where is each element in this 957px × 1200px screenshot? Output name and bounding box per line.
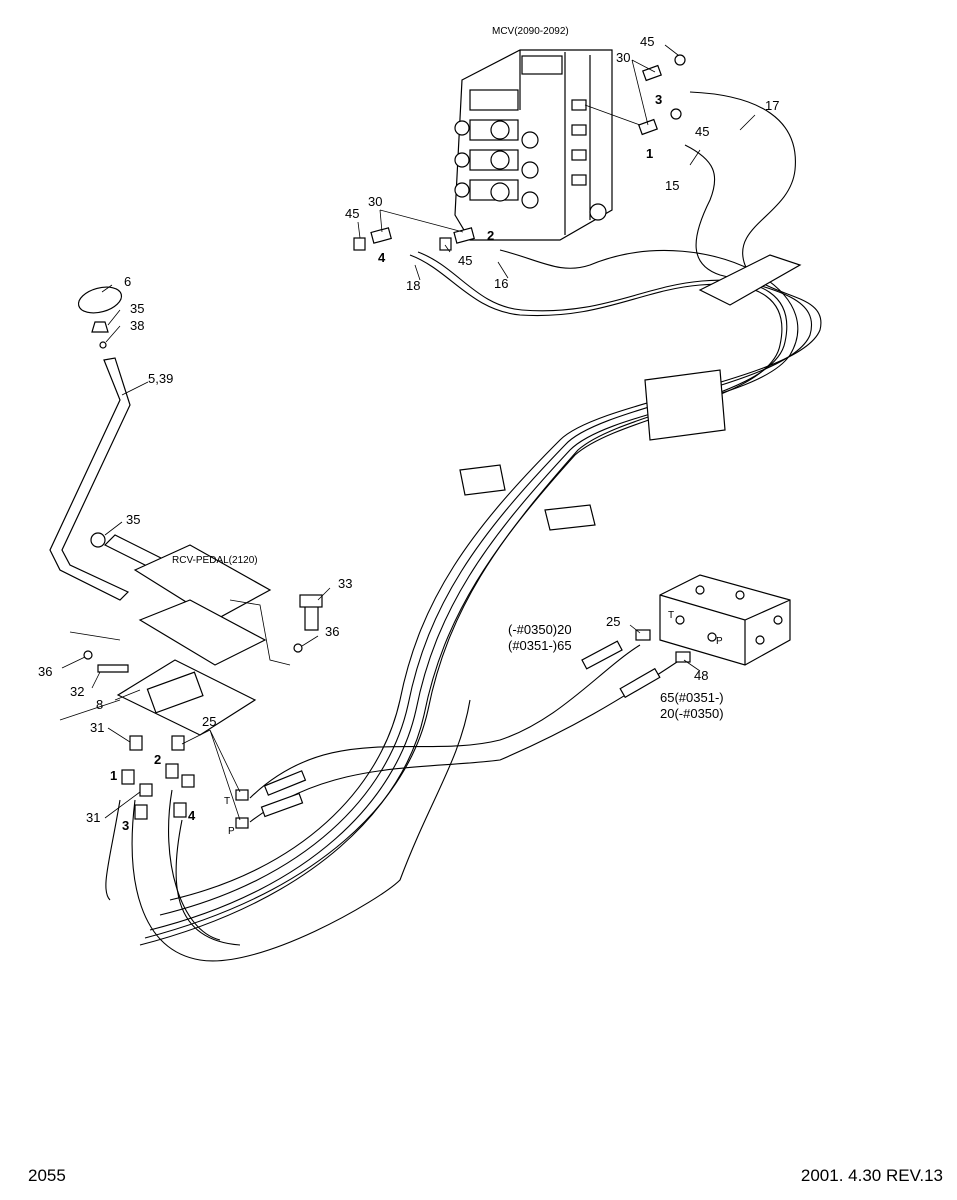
callout-2: 2 [154,752,161,767]
hose-clamps [459,254,802,531]
hose-label-b1: 65(#0351-) [660,690,724,705]
callout-35: 35 [126,512,140,527]
block-hoses [249,629,691,823]
callout-6: 6 [124,274,131,289]
callout-4: 4 [188,808,196,823]
revision-date: 2001. 4.30 REV.13 [800,1166,943,1185]
rcv-port-fittings [121,735,249,829]
callout-36: 36 [38,664,52,679]
page-number: 2055 [28,1166,66,1185]
hose-label-a1: (-#0350)20 [508,622,572,637]
callout-8: 8 [96,697,103,712]
callout-45: 45 [458,253,472,268]
block-port-p: P [716,636,723,647]
callout-15: 15 [665,178,679,193]
hose-label-a2: (#0351-)65 [508,638,572,653]
callout-36: 36 [325,624,339,639]
callout-labels: MCV(2090-2092) RCV-PEDAL(2120) 45 30 3 4… [38,26,779,837]
callout-32: 32 [70,684,84,699]
callout-45: 45 [695,124,709,139]
callout-38: 38 [130,318,144,333]
callout-25: 25 [202,714,216,729]
mcv-fittings [353,54,686,251]
callout-1: 1 [646,146,653,161]
leader-lines [61,44,756,821]
distribution-block [659,574,791,666]
callout-31: 31 [86,810,100,825]
callout-5-39: 5,39 [148,371,173,386]
port-t: T [224,796,230,807]
callout-1: 1 [110,768,117,783]
callout-45: 45 [345,206,359,221]
label-mcv: MCV(2090-2092) [492,26,569,37]
callout-17: 17 [765,98,779,113]
callout-3: 3 [655,92,662,107]
block-port-t: T [668,610,674,621]
main-control-valve [454,49,613,241]
port-p: P [228,826,235,837]
callout-30: 30 [368,194,382,209]
callout-33: 33 [338,576,352,591]
callout-31: 31 [90,720,104,735]
callout-16: 16 [494,276,508,291]
callout-25: 25 [606,614,620,629]
rcv-pedal-assembly [49,286,323,736]
callout-4: 4 [378,250,386,265]
callout-48: 48 [694,668,708,683]
callout-3: 3 [122,818,129,833]
hose-label-b2: 20(-#0350) [660,706,724,721]
callout-35: 35 [130,301,144,316]
callout-2: 2 [487,228,494,243]
label-rcv-pedal: RCV-PEDAL(2120) [172,555,258,566]
callout-18: 18 [406,278,420,293]
callout-30: 30 [616,50,630,65]
callout-45: 45 [640,34,654,49]
